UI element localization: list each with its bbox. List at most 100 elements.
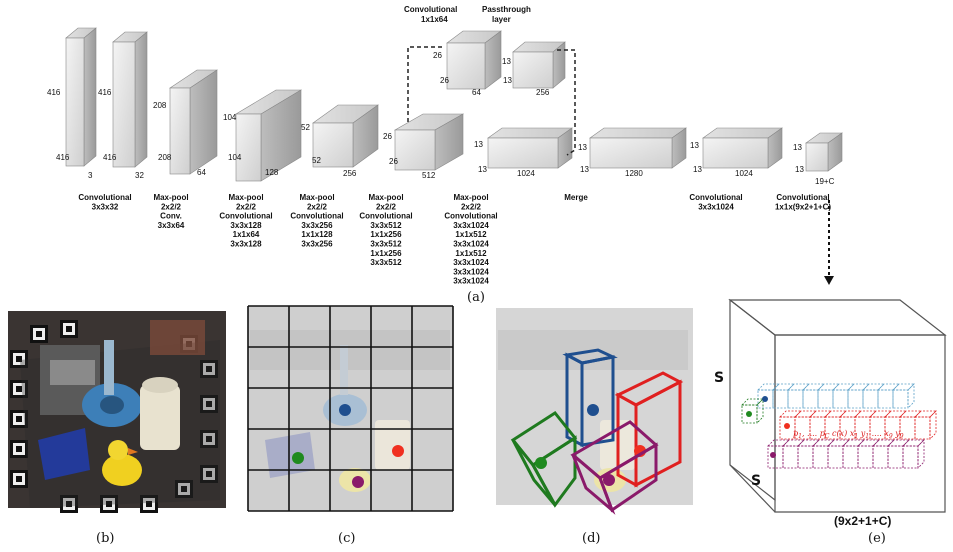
- feature-map-block: [446, 30, 502, 90]
- tensor-depth-label: (9x2+1+C): [834, 514, 891, 528]
- feature-map-block: [589, 127, 687, 169]
- layer-label-line: 3x3x512: [370, 240, 402, 249]
- caption-c: (c): [338, 531, 355, 546]
- blue-stand: [104, 340, 114, 395]
- dim-label: 13: [580, 165, 589, 174]
- dim-label: 13: [795, 165, 804, 174]
- fiducial-marker: [200, 430, 218, 448]
- dim-label: 19+C: [815, 177, 835, 186]
- bbox-green: [510, 411, 578, 508]
- output-arrow-head: [824, 276, 834, 285]
- layer-label-line: Max-pool: [153, 193, 188, 202]
- layer-label-line: Max-pool: [228, 193, 263, 202]
- row-dot-red: [784, 423, 790, 429]
- layer-label-line: 1x1x64: [233, 230, 260, 239]
- cell-row-red: [779, 410, 937, 440]
- fiducial-marker: [140, 495, 158, 513]
- layer-label-line: 2x2/2: [161, 202, 182, 211]
- layer-label-line: 1x1x256: [370, 230, 402, 239]
- bbox-blue: [562, 348, 618, 448]
- layer-label-line: 1x1x(9x2+1+C): [775, 202, 831, 211]
- dim-label: 208: [153, 101, 167, 110]
- network-architecture: 416 416 3 416 416 32 208 208 64 104 104 …: [47, 5, 843, 305]
- caption-d: (d): [582, 531, 600, 546]
- dim-label: 64: [197, 168, 206, 177]
- dim-label: 3: [88, 171, 93, 180]
- layer-label-line: Convolutional: [689, 193, 742, 202]
- bbox-center-green: [535, 457, 547, 469]
- feature-map-block: [805, 132, 843, 172]
- cell-formula: p1, .... pC c(x) x1 y1 .... x9 y9: [793, 429, 904, 440]
- dim-label: 26: [440, 76, 449, 85]
- layer-label-line: 2x2/2: [236, 202, 257, 211]
- center-dot-purple: [352, 476, 364, 488]
- fiducial-marker: [60, 320, 78, 338]
- layer-label-line: Convolutional: [290, 212, 343, 221]
- dim-label: 13: [693, 165, 702, 174]
- passthrough-connector: [557, 49, 576, 156]
- toy-vehicle-detail: [50, 360, 95, 385]
- blue-box: [38, 428, 90, 480]
- fiducial-marker: [60, 495, 78, 513]
- faded-background: [250, 330, 450, 370]
- layer-label-line: 3x3x512: [370, 221, 402, 230]
- feature-map-block: [169, 69, 218, 175]
- layer-label-line: 3x3x256: [301, 221, 333, 230]
- cell-row-cyan: [757, 383, 915, 409]
- fiducial-marker: [200, 395, 218, 413]
- fiducial-marker: [10, 440, 28, 458]
- center-dot-red: [392, 445, 404, 457]
- dim-label: 13: [474, 140, 483, 149]
- grid-lines: [247, 305, 454, 512]
- watering-can-top: [142, 377, 178, 393]
- s-label: S: [751, 473, 761, 489]
- dim-label: 104: [228, 153, 242, 162]
- layer-label-line: 3x3x256: [301, 240, 333, 249]
- fiducial-marker: [10, 470, 28, 488]
- dim-label: 52: [312, 156, 321, 165]
- fiducial-marker: [30, 325, 48, 343]
- dim-label: 416: [56, 153, 70, 162]
- top-label-line: Convolutional: [404, 5, 457, 14]
- top-label-line: Passthrough: [482, 5, 531, 14]
- passthrough-connector: [407, 46, 445, 122]
- cell-row-green: [741, 398, 764, 424]
- feature-map-block: [512, 41, 566, 89]
- feature-map-block: [65, 27, 97, 167]
- layer-label-line: 1x1x256: [370, 249, 402, 258]
- layer-label-line: Max-pool: [453, 193, 488, 202]
- boxes-panel: (d): [496, 308, 693, 546]
- s-label: S: [714, 370, 724, 386]
- fiducial-marker: [200, 360, 218, 378]
- fiducial-marker: [100, 495, 118, 513]
- dim-label: 13: [478, 165, 487, 174]
- feature-map-block: [393, 113, 465, 171]
- dim-label: 26: [389, 157, 398, 166]
- dim-label: 52: [301, 123, 310, 132]
- layer-label-line: 3x3x128: [230, 240, 262, 249]
- dim-label: 64: [472, 88, 481, 97]
- fiducial-marker: [175, 480, 193, 498]
- layer-label-line: 2x2/2: [376, 202, 397, 211]
- bbox-purple: [570, 420, 659, 515]
- dim-label: 256: [343, 169, 357, 178]
- caption-e: (e): [868, 531, 886, 546]
- rubber-duck-beak: [128, 448, 138, 455]
- dim-label: 1024: [735, 169, 753, 178]
- faded-blue-box: [265, 432, 315, 478]
- row-dot-purple: [770, 452, 776, 458]
- dim-label: 512: [422, 171, 436, 180]
- rubber-duck-head: [108, 440, 128, 460]
- layer-label-line: 3x3x1024: [453, 267, 489, 276]
- feature-map-block: [487, 127, 573, 169]
- top-label-line: 1x1x64: [421, 15, 448, 24]
- output-tensor-panel: S S p1, .... pC c(x) x1 y1 .... x9 y9 (9…: [714, 298, 947, 546]
- layer-label-line: Convolutional: [359, 212, 412, 221]
- background-clutter: [150, 320, 205, 355]
- rubber-duck: [102, 454, 142, 486]
- feature-map-block: [112, 31, 148, 168]
- row-dot-green: [746, 411, 752, 417]
- dim-label: 13: [502, 57, 511, 66]
- layer-label-line: Convolutional: [219, 212, 272, 221]
